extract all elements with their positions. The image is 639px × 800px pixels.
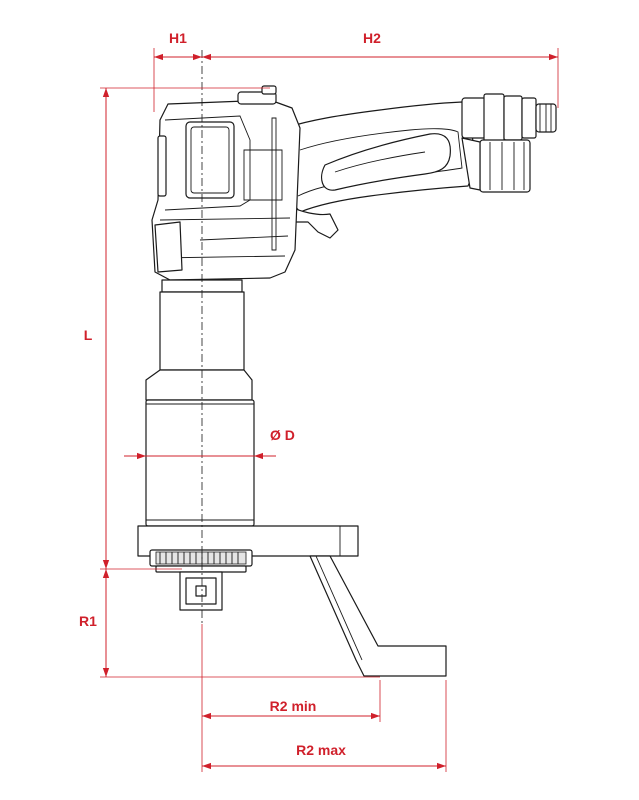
r1-label: R1 <box>79 613 97 629</box>
dimensions: H1 H2 L Ø D R1 R2 min R2 max <box>79 30 559 772</box>
h1-label: H1 <box>169 30 187 46</box>
diameter-label: Ø D <box>270 427 295 443</box>
upper-barrel <box>145 279 253 401</box>
spline-ring <box>149 549 253 573</box>
reaction-arm <box>137 525 447 677</box>
gearbox-cylinder <box>145 399 255 527</box>
r2-min-label: R2 min <box>270 698 317 714</box>
r2-max-label: R2 max <box>296 742 346 758</box>
h2-label: H2 <box>363 30 381 46</box>
square-drive <box>179 571 223 611</box>
tool-outline <box>137 50 557 677</box>
handle-grip <box>284 101 476 239</box>
hose-connector <box>461 93 557 193</box>
motor-housing <box>151 85 301 281</box>
length-label: L <box>84 327 93 343</box>
